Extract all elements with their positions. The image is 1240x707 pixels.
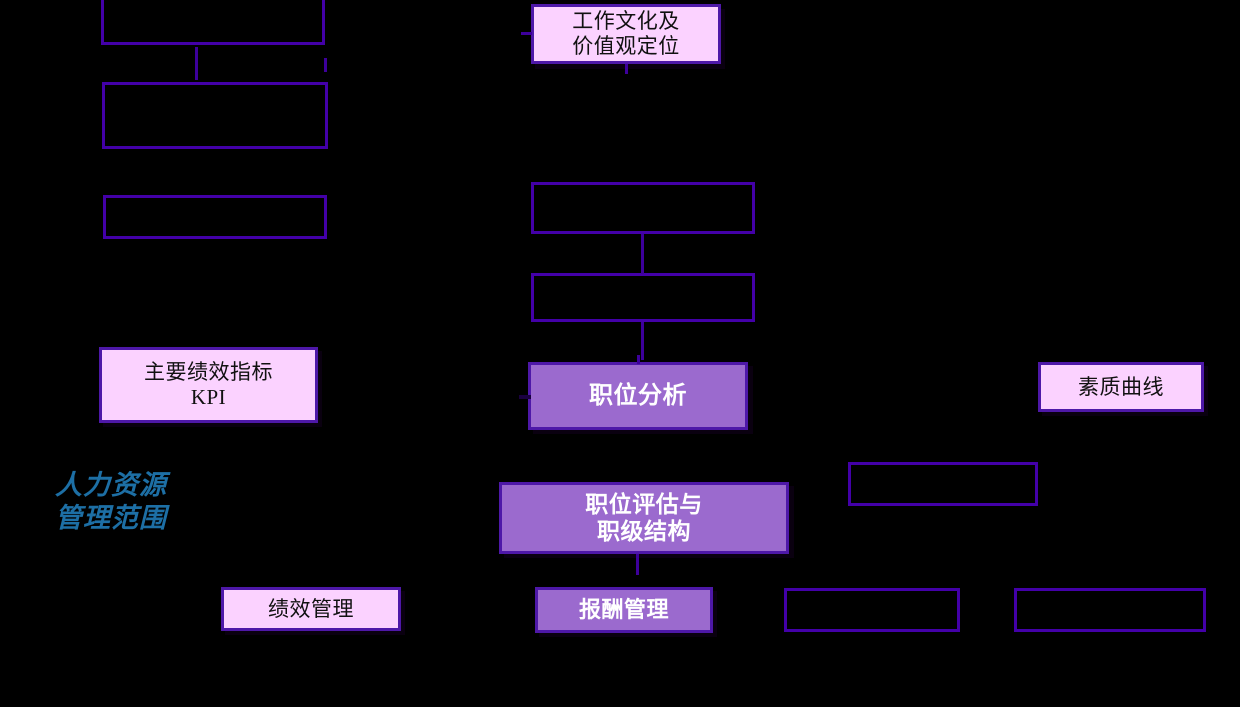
- box-job-analysis[interactable]: 职位分析: [528, 362, 748, 430]
- scope-caption: 人力资源 管理范围: [55, 470, 167, 533]
- box-job-analysis-label: 职位分析: [589, 382, 687, 409]
- box-bottom-right-2[interactable]: [1014, 588, 1206, 632]
- connector-job-analysis-top: [637, 355, 640, 364]
- box-competency-label: 素质曲线: [1078, 374, 1164, 399]
- box-job-evaluation[interactable]: 职位评估与 职级结构: [499, 482, 789, 554]
- box-right-mid[interactable]: [848, 462, 1038, 506]
- box-performance-mgmt[interactable]: 绩效管理: [221, 587, 401, 631]
- box-kpi-label: 主要绩效指标 KPI: [144, 360, 273, 409]
- box-top-left-1[interactable]: [101, 0, 325, 45]
- box-performance-mgmt-label: 绩效管理: [268, 596, 354, 621]
- box-top-left-3[interactable]: [103, 195, 327, 239]
- box-bottom-right-1[interactable]: [784, 588, 960, 632]
- connector-work-culture-left: [521, 32, 532, 35]
- connector-mid-1-2: [641, 234, 644, 274]
- box-competency[interactable]: 素质曲线: [1038, 362, 1204, 412]
- box-compensation[interactable]: 报酬管理: [535, 587, 713, 633]
- box-kpi[interactable]: 主要绩效指标 KPI: [99, 347, 318, 423]
- connector-job-analysis-left: [519, 395, 531, 399]
- box-mid-1[interactable]: [531, 182, 755, 234]
- box-work-culture-label: 工作文化及 价值观定位: [572, 9, 680, 58]
- box-compensation-label: 报酬管理: [578, 597, 669, 623]
- box-work-culture[interactable]: 工作文化及 价值观定位: [531, 4, 721, 64]
- connector-work-culture-bottom: [625, 64, 628, 74]
- box-top-left-2[interactable]: [102, 82, 328, 149]
- connector-top-left-a: [324, 58, 327, 72]
- connector-mid-2-down: [641, 322, 644, 360]
- box-mid-2[interactable]: [531, 273, 755, 322]
- box-job-evaluation-label: 职位评估与 职级结构: [585, 491, 703, 544]
- connector-job-evaluation-bottom: [636, 554, 639, 575]
- connector-top-left-b: [195, 47, 198, 80]
